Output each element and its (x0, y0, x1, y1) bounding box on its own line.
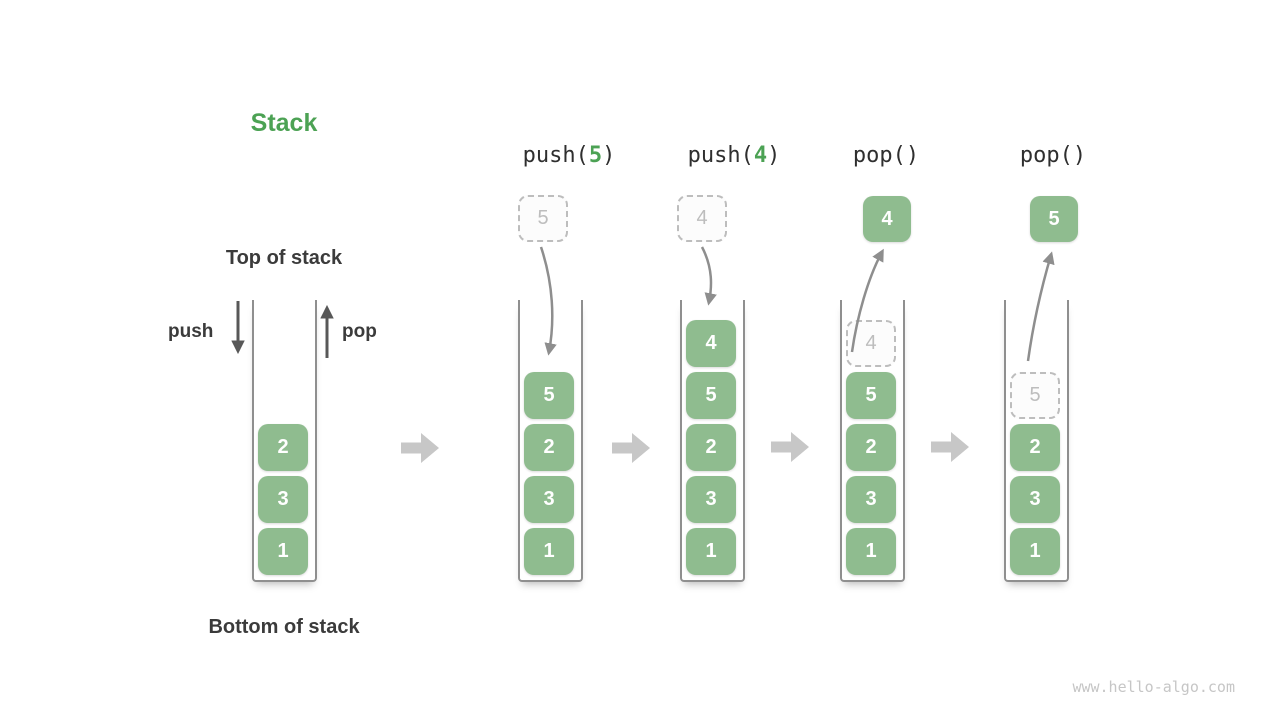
popped-item: 5 (1030, 196, 1078, 242)
stack-container-initial (252, 300, 317, 582)
stack-item: 4 (686, 320, 736, 367)
op-suffix: ) (767, 143, 781, 168)
incoming-ghost-item: 4 (677, 195, 727, 242)
stack-item: 5 (686, 372, 736, 419)
operation-label-pop1: pop() (853, 143, 919, 168)
stack-item: 5 (524, 372, 574, 419)
popped-item: 4 (863, 196, 911, 242)
op-prefix: pop() (1019, 143, 1087, 168)
page-title: Stack (250, 109, 318, 137)
top-of-stack-label: Top of stack (225, 247, 343, 269)
step-right-arrow-icon (931, 432, 969, 462)
stack-item: 1 (686, 528, 736, 575)
stack-item: 2 (846, 424, 896, 471)
stack-item: 3 (258, 476, 308, 523)
op-prefix: push( (522, 143, 589, 168)
pop-label: pop (342, 321, 377, 342)
op-suffix: ) (602, 143, 616, 168)
stack-item: 1 (524, 528, 574, 575)
operation-label-push5: push(5) (523, 143, 616, 168)
push-curve-icon (700, 246, 717, 306)
stack-container-after-push5 (518, 300, 583, 582)
step-right-arrow-icon (612, 433, 650, 463)
stack-item: 1 (258, 528, 308, 575)
stack-item: 1 (1010, 528, 1060, 575)
stack-item: 3 (846, 476, 896, 523)
stack-item: 2 (258, 424, 308, 471)
stack-item: 3 (524, 476, 574, 523)
stack-item: 3 (1010, 476, 1060, 523)
stack-container-after-push4 (680, 300, 745, 582)
stack-item: 2 (1010, 424, 1060, 471)
op-arg: 5 (588, 143, 603, 168)
stack-container-pop-5 (1004, 300, 1069, 582)
push-label: push (168, 321, 214, 342)
step-right-arrow-icon (771, 432, 809, 462)
op-prefix: push( (687, 143, 754, 168)
op-prefix: pop() (852, 143, 920, 168)
incoming-ghost-item: 5 (518, 195, 568, 242)
bottom-of-stack-label: Bottom of stack (208, 616, 360, 638)
stack-container-pop-4 (840, 300, 905, 582)
stack-item: 2 (686, 424, 736, 471)
ghost-stack-item: 5 (1010, 372, 1060, 419)
stack-item: 3 (686, 476, 736, 523)
step-right-arrow-icon (401, 433, 439, 463)
watermark: www.hello-algo.com (1072, 678, 1235, 696)
operation-label-pop2: pop() (1020, 143, 1086, 168)
stack-item: 1 (846, 528, 896, 575)
op-arg: 4 (753, 143, 768, 168)
stack-item: 2 (524, 424, 574, 471)
stack-item: 5 (846, 372, 896, 419)
ghost-stack-item: 4 (846, 320, 896, 367)
operation-label-push4: push(4) (688, 143, 781, 168)
